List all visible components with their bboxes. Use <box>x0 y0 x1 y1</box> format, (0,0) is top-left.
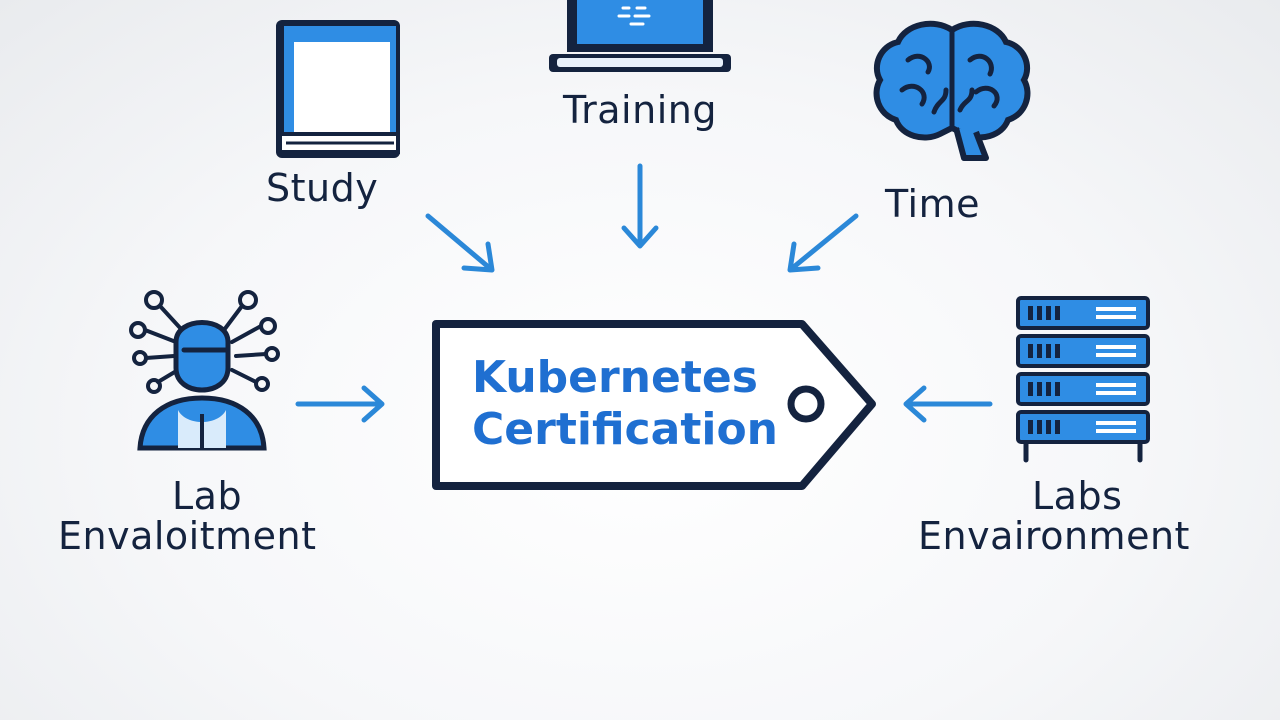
lab-left-line1: Lab <box>172 474 243 518</box>
brain-icon <box>873 20 1031 161</box>
arrow-training-to-center <box>621 163 659 249</box>
center-title-line2: Certification <box>472 404 779 455</box>
certification-tag: Kubernetes Certification <box>430 318 880 494</box>
book-icon <box>276 20 400 158</box>
server-rack-icon <box>1016 296 1150 463</box>
arrow-lab-left-to-center <box>295 385 385 423</box>
training-label: Training <box>563 88 717 132</box>
tag-shape <box>432 320 876 490</box>
labs-right-line2: Envaironment <box>918 514 1190 558</box>
arrow-time-to-center <box>787 213 859 273</box>
center-title-line1: Kubernetes <box>472 352 758 403</box>
lab-left-line2: Envaloitment <box>58 514 317 558</box>
laptop-icon <box>549 0 731 72</box>
arrow-labs-right-to-center <box>903 385 993 423</box>
study-label: Study <box>266 166 379 210</box>
tag-hole-icon <box>787 385 825 423</box>
arrow-study-to-center <box>425 213 495 273</box>
person-network-icon <box>129 290 280 451</box>
time-label: Time <box>885 182 980 226</box>
labs-right-line1: Labs <box>1032 474 1123 518</box>
